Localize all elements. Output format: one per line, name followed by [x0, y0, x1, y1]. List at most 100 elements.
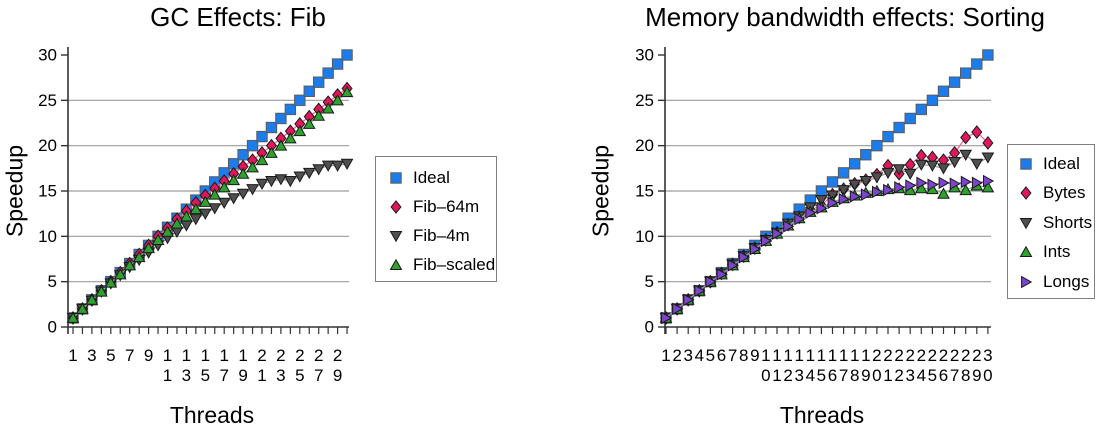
x-tick-label: 7 [125, 346, 134, 365]
marker-shorts [892, 164, 906, 176]
marker-fib-scaled [312, 109, 326, 121]
marker-shorts [970, 158, 984, 171]
marker-fib-scaled [170, 217, 184, 229]
fib-scaled-marker-glyph [389, 258, 403, 270]
marker-fib-4m [189, 214, 203, 226]
legend-entry-ideal: Ideal [376, 163, 496, 192]
marker-longs [983, 174, 995, 188]
marker-fib-scaled [104, 276, 118, 288]
marker-fib-4m [302, 167, 316, 180]
x-tick-label: 5 [928, 366, 937, 385]
marker-fib-4m [312, 164, 326, 176]
marker-longs [872, 185, 884, 199]
marker-longs [927, 178, 939, 191]
y-tick-label: 0 [645, 318, 654, 337]
x-tick-label: 2 [314, 346, 323, 365]
marker-ints [981, 181, 995, 193]
x-tick-label: 2 [783, 366, 792, 385]
marker-ideal [860, 149, 872, 161]
x-tick-label: 1 [817, 346, 826, 365]
marker-shorts [926, 160, 939, 172]
x-tick-label: 8 [961, 366, 970, 385]
marker-fib-scaled [94, 285, 108, 297]
x-tick-label: 9 [144, 346, 153, 365]
x-tick-label: 2 [872, 346, 881, 365]
marker-fib-4m [180, 220, 193, 232]
x-tick-label: 2 [883, 346, 892, 365]
marker-fib-scaled [123, 259, 137, 271]
marker-ideal [882, 130, 894, 143]
marker-ideal [322, 67, 334, 79]
ideal-marker-glyph [1020, 158, 1032, 170]
legend-label: Fib–scaled [413, 254, 496, 274]
marker-fib-scaled [236, 167, 250, 179]
marker-ideal [815, 185, 828, 197]
marker-ideal [303, 85, 315, 97]
y-tick-label: 20 [38, 136, 57, 155]
marker-longs [716, 268, 728, 281]
marker-ints [937, 187, 950, 199]
marker-fib-scaled [302, 117, 316, 129]
marker-longs [705, 275, 717, 288]
marker-longs [672, 302, 684, 316]
x-tick-label: 7 [950, 366, 959, 385]
x-tick-label: 6 [939, 366, 948, 385]
x-tick-label: 4 [806, 366, 815, 385]
x-tick-label: 9 [972, 366, 981, 385]
marker-fib-scaled [85, 293, 99, 305]
x-tick-label: 7 [728, 346, 737, 365]
legend: Ideal Bytes Shorts Ints Longs [1007, 144, 1095, 299]
marker-fib-4m [236, 188, 250, 200]
marker-bytes [971, 125, 983, 139]
x-tick-label: 6 [828, 366, 837, 385]
marker-longs [894, 181, 906, 194]
x-tick-label: 5 [817, 366, 826, 385]
legend-label: Bytes [1043, 183, 1086, 203]
chart-title: GC Effects: Fib [150, 2, 326, 32]
x-tick-label: 1 [828, 346, 837, 365]
marker-shorts [914, 159, 928, 171]
x-tick-label: 1 [806, 346, 815, 365]
x-axis-label: Threads [169, 402, 255, 428]
marker-ideal [275, 112, 287, 125]
x-tick-label: 9 [750, 346, 759, 365]
y-tick-label: 25 [635, 91, 654, 110]
x-tick-label: 1 [163, 366, 172, 385]
marker-fib-scaled [321, 102, 335, 114]
marker-shorts [848, 179, 862, 191]
x-tick-label: 5 [706, 346, 715, 365]
legend-label: Fib–64m [413, 196, 480, 216]
y-tick-label: 25 [38, 91, 57, 110]
marker-longs [772, 227, 784, 240]
marker-fib-4m [217, 197, 231, 210]
legend-entry-ints: Ints [1008, 238, 1094, 268]
marker-fib-4m [246, 184, 259, 196]
marker-fib-scaled [76, 302, 89, 314]
legend-entry-longs: Longs [1008, 267, 1094, 297]
marker-shorts [903, 168, 917, 180]
marker-longs [816, 201, 828, 215]
marker-ideal [237, 149, 249, 161]
marker-fib-scaled [142, 241, 155, 254]
x-tick-label: 1 [772, 366, 781, 385]
x-tick-label: 5 [201, 366, 210, 385]
marker-longs [960, 175, 972, 189]
legend-entry-bytes: Bytes [1008, 179, 1094, 209]
legend: Ideal Fib–64m Fib–4m Fib–scaled [375, 156, 497, 282]
x-tick-label: 2 [276, 346, 285, 365]
marker-shorts [937, 163, 950, 175]
marker-longs [749, 242, 762, 256]
x-tick-label: 1 [839, 346, 848, 365]
x-tick-label: 1 [257, 366, 266, 385]
legend-label: Fib–4m [413, 225, 470, 245]
marker-fib-scaled [113, 268, 127, 280]
y-tick-label: 5 [645, 272, 654, 291]
x-tick-label: 6 [717, 346, 726, 365]
x-tick-label: 9 [333, 366, 342, 385]
x-axis-label: Threads [779, 402, 865, 428]
legend-label: Ideal [413, 167, 450, 187]
marker-longs [883, 183, 895, 197]
